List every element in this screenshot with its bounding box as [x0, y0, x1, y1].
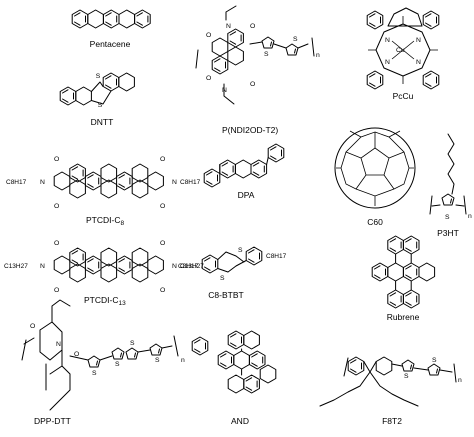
f8t2-label: F8T2 — [382, 416, 402, 426]
ptcdi-c13-nitrogen-2: N — [172, 263, 177, 270]
ptcdi-c8-label-sub: 8 — [120, 220, 124, 227]
dpp-dtt-repeat: n — [181, 357, 185, 364]
c8-btbt-sulfur-1: S — [220, 275, 225, 282]
p3ht-label: P3HT — [437, 228, 459, 238]
pndi-nitrogen-1: N — [226, 23, 231, 30]
pndi-structure: O O O O N N S S n — [195, 5, 320, 105]
c8-btbt-sulfur-2: S — [238, 247, 243, 254]
dpa-label: DPA — [238, 190, 255, 200]
pccu-nitrogen-4: N — [416, 59, 421, 66]
pccu-nitrogen-3: N — [385, 59, 390, 66]
c8-btbt-chain-left: C8H17 — [178, 263, 199, 270]
ptcdi-c8-nitrogen-2: N — [172, 179, 177, 186]
pndi-oxygen-1: O — [206, 32, 211, 39]
and-structure — [191, 330, 277, 394]
c8-btbt-structure: S S C8H17 C8H17 — [178, 246, 287, 282]
dpp-dtt-label: DPP-DTT — [34, 416, 71, 426]
dpp-dtt-oxygen-1: O — [74, 351, 79, 358]
c8-btbt-chain-right: C8H17 — [266, 253, 287, 260]
c8-btbt-label: C8-BTBT — [208, 290, 243, 300]
pndi-nitrogen-2: N — [222, 87, 227, 94]
pentacene-structure — [71, 9, 151, 29]
p3ht-structure: S n — [429, 133, 472, 221]
ptcdi-c13-chain-right: C13H27 — [180, 263, 204, 270]
dpp-dtt-sulfur-1: S — [92, 370, 97, 377]
ptcdi-c8-oxygen-2: O — [54, 203, 59, 210]
dpp-dtt-nitrogen-1: N — [56, 341, 61, 348]
ptcdi-c8-oxygen-1: O — [54, 156, 59, 163]
dpp-dtt-sulfur-3: S — [130, 340, 135, 347]
dntt-sulfur-2: S — [96, 73, 101, 80]
dntt-structure: S S — [59, 72, 135, 109]
f8t2-sulfur-1: S — [404, 373, 409, 380]
ptcdi-c13-label-main: PTCDI-C — [84, 295, 118, 305]
p3ht-sulfur: S — [445, 214, 450, 221]
pndi-repeat: n — [316, 52, 320, 59]
ptcdi-c8-chain-left: C8H17 — [6, 179, 27, 186]
pndi-label: P(NDI2OD-T2) — [222, 125, 278, 135]
pccu-nitrogen-2: N — [416, 37, 421, 44]
pndi-oxygen-2: O — [206, 75, 211, 82]
c60-label: C60 — [367, 217, 383, 227]
dntt-label: DNTT — [91, 117, 114, 127]
rubrene-label: Rubrene — [387, 312, 420, 322]
ptcdi-c13-structure: O O O O N N C13H27 C13H27 — [4, 240, 204, 294]
pccu-label: PcCu — [393, 91, 414, 101]
dpp-dtt-structure: N O O S S S S n — [21, 299, 185, 411]
c60-structure — [334, 127, 416, 209]
f8t2-sulfur-2: S — [432, 357, 437, 364]
ptcdi-c8-label-main: PTCDI-C — [86, 215, 120, 225]
dpp-dtt-sulfur-4: S — [155, 357, 160, 364]
pccu-structure: Cu N N N N — [366, 7, 440, 90]
and-label: AND — [231, 416, 249, 426]
ptcdi-c8-nitrogen-1: N — [40, 179, 45, 186]
dpp-dtt-oxygen-2: O — [30, 323, 35, 330]
pndi-sulfur-1: S — [264, 51, 269, 58]
dpp-dtt-sulfur-2: S — [115, 361, 120, 368]
p3ht-repeat: n — [468, 213, 472, 220]
pndi-oxygen-4: O — [250, 81, 255, 88]
dpa-structure — [203, 143, 285, 188]
ptcdi-c13-oxygen-2: O — [54, 287, 59, 294]
ptcdi-c13-oxygen-4: O — [160, 287, 165, 294]
pccu-nitrogen-1: N — [385, 37, 390, 44]
ptcdi-c13-oxygen-3: O — [160, 240, 165, 247]
ptcdi-c8-label: PTCDI-C8 — [86, 215, 124, 227]
f8t2-structure: S S n — [319, 356, 462, 407]
ptcdi-c13-oxygen-1: O — [54, 240, 59, 247]
pccu-copper: Cu — [396, 47, 405, 54]
ptcdi-c13-label: PTCDI-C13 — [84, 295, 126, 307]
dntt-sulfur-1: S — [98, 102, 103, 109]
ptcdi-c13-label-sub: 13 — [118, 300, 126, 307]
ptcdi-c8-oxygen-3: O — [160, 156, 165, 163]
f8t2-repeat: n — [458, 377, 462, 384]
pndi-oxygen-3: O — [250, 23, 255, 30]
ptcdi-c13-nitrogen-1: N — [40, 263, 45, 270]
ptcdi-c8-chain-right: C8H17 — [180, 179, 201, 186]
ptcdi-c8-oxygen-4: O — [160, 203, 165, 210]
pentacene-label: Pentacene — [90, 39, 131, 49]
rubrene-structure — [371, 235, 436, 309]
ptcdi-c13-chain-left: C13H27 — [4, 263, 28, 270]
ptcdi-c8-structure: O O O O N N C8H17 C8H17 — [6, 156, 201, 210]
pndi-sulfur-2: S — [293, 36, 298, 43]
